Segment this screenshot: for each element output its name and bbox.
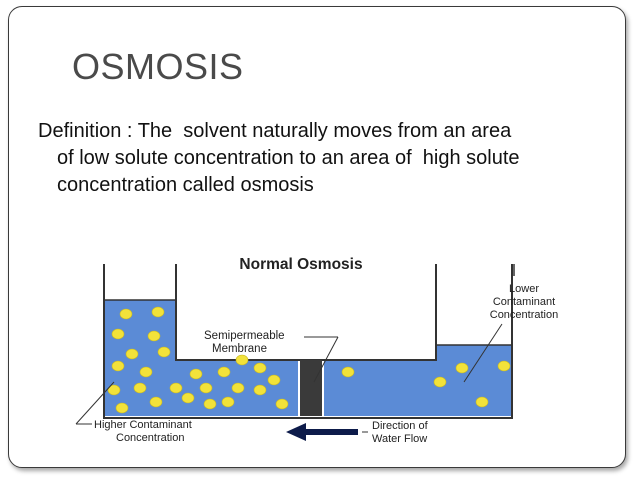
solute-particle: [253, 362, 267, 374]
definition-line-2: of low solute concentration to an area o…: [57, 147, 520, 169]
solute-particle: [455, 362, 469, 374]
osmosis-diagram-svg: Normal Osmosis Semipermeable Membrane Lo…: [75, 256, 559, 445]
solute-particle: [267, 374, 281, 386]
solute-particle: [111, 360, 125, 372]
higher-label-line-2: Concentration: [116, 432, 185, 444]
solute-particle: [341, 366, 355, 378]
solute-particle: [221, 396, 235, 408]
higher-label-line-1: Higher Contaminant: [94, 419, 192, 431]
solute-particle: [107, 384, 121, 396]
lower-leader: [463, 323, 503, 383]
higher-leader-diag: [75, 381, 115, 425]
solute-particle: [111, 328, 125, 340]
solute-particle: [125, 348, 139, 360]
flow-label-line-2: Water Flow: [372, 433, 427, 445]
definition-line-3: concentration called osmosis: [57, 174, 314, 196]
solute-particle: [275, 398, 289, 410]
left-water-region: [104, 300, 298, 416]
solute-particle: [119, 308, 133, 320]
solute-particle: [147, 330, 161, 342]
diagram-title: Normal Osmosis: [239, 256, 362, 273]
definition-text: Definition : The solvent naturally moves…: [38, 118, 613, 199]
solute-particle: [253, 384, 267, 396]
definition-line-1: Definition : The solvent naturally moves…: [38, 120, 512, 142]
membrane-leader-diag: [313, 336, 339, 383]
solute-particle: [139, 366, 153, 378]
solute-particle: [189, 368, 203, 380]
slide-title: OSMOSIS: [72, 46, 244, 87]
solute-particle: [235, 354, 249, 366]
solute-particle: [133, 382, 147, 394]
solute-particle: [151, 306, 165, 318]
lower-label-line-1: Lower: [509, 283, 539, 295]
semipermeable-membrane: [300, 360, 322, 416]
solute-particle: [115, 402, 129, 414]
right-water-region: [324, 345, 512, 416]
solute-particle: [217, 366, 231, 378]
solute-particle: [203, 398, 217, 410]
solute-particles: [107, 306, 511, 414]
solute-particle: [149, 396, 163, 408]
solute-particle: [475, 396, 489, 408]
flow-label-line-1: Direction of: [372, 420, 429, 432]
water-flow-arrow: [286, 423, 368, 441]
solute-particle: [433, 376, 447, 388]
solute-particle: [497, 360, 511, 372]
solute-particle: [169, 382, 183, 394]
membrane-label-line-1: Semipermeable: [204, 330, 285, 342]
solute-particle: [157, 346, 171, 358]
solute-particle: [199, 382, 213, 394]
solute-particle: [181, 392, 195, 404]
osmosis-diagram: Normal Osmosis Semipermeable Membrane Lo…: [56, 242, 576, 459]
solute-particle: [231, 382, 245, 394]
lower-label-line-3: Concentration: [490, 309, 559, 321]
lower-label-line-2: Contaminant: [493, 296, 555, 308]
membrane-label-line-2: Membrane: [212, 343, 267, 355]
